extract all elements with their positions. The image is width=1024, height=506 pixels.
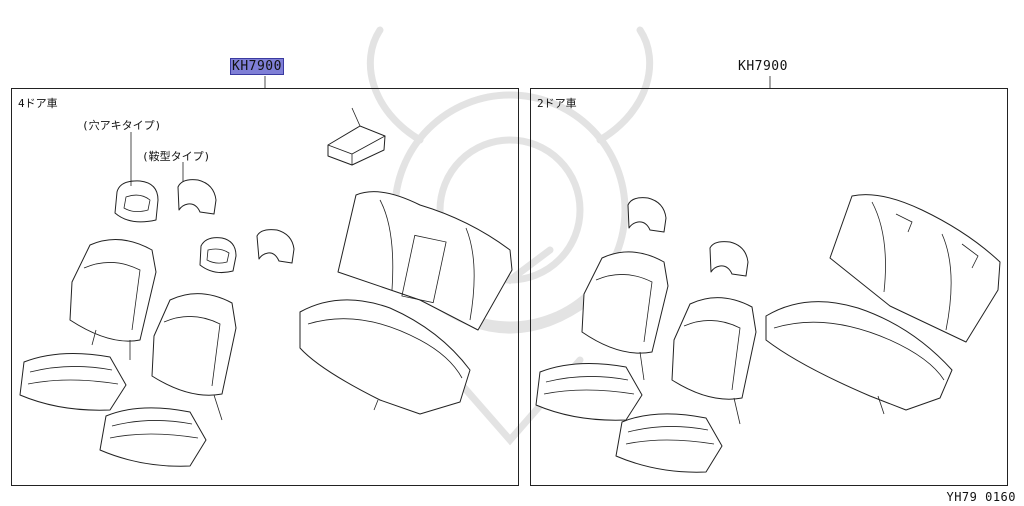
headrest-front-2door-b: [709, 241, 749, 277]
headrest-hole-type-small: [199, 237, 237, 273]
rear-armrest: [327, 107, 386, 166]
panel-label-2door: 2ドア車: [537, 97, 577, 110]
front-cushion-left-2door: [535, 362, 643, 421]
headrest-front-2door-a: [627, 197, 667, 233]
front-seatback-left-2door: [581, 251, 669, 381]
front-cushion-left-4door: [19, 352, 127, 411]
rear-seatback-2door: [829, 194, 1001, 343]
part-code-kh7900-left[interactable]: KH7900: [230, 58, 284, 75]
rear-seatback-4door: [337, 191, 513, 331]
rear-cushion-2door: [765, 301, 953, 415]
part-code-kh7900-right[interactable]: KH7900: [738, 59, 788, 74]
rear-cushion-4door: [299, 299, 471, 415]
callout-saddle-type: (鞍型タイプ): [142, 150, 211, 163]
panel-4door: 4ドア車: [11, 88, 519, 486]
front-cushion-right-4door: [99, 407, 207, 467]
headrest-saddle-type-small: [256, 229, 295, 264]
panel-label-4door: 4ドア車: [18, 97, 58, 110]
front-seatback-left-4door: [69, 239, 157, 360]
callout-hole-type: (穴アキタイプ): [82, 119, 162, 132]
panel-2door: 2ドア車: [530, 88, 1008, 486]
front-seatback-right-4door: [151, 293, 237, 421]
front-seatback-right-2door: [671, 297, 757, 425]
front-cushion-right-2door: [615, 413, 723, 473]
headrest-saddle-type-large: [177, 179, 217, 215]
diagram-code: YH79 0160: [946, 490, 1016, 504]
headrest-hole-type-large: [114, 180, 159, 223]
